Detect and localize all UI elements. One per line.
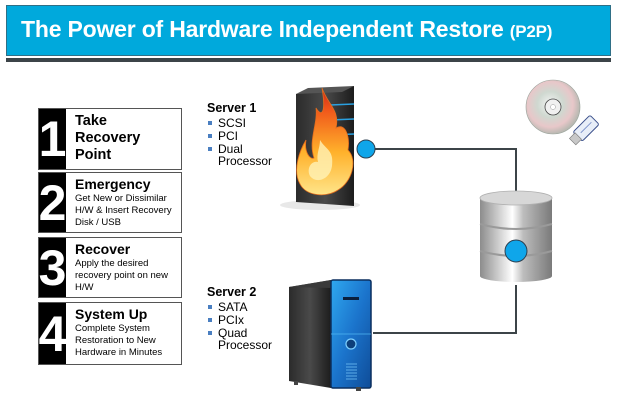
step-1: 1 Take Recovery Point bbox=[38, 108, 182, 170]
step-4: 4 System Up Complete System Restoration … bbox=[38, 302, 182, 365]
spec-item: PCIx bbox=[207, 314, 278, 326]
database-icon bbox=[479, 190, 553, 282]
spec-item: PCI bbox=[207, 130, 278, 142]
step-description: Complete System Restoration to New Hardw… bbox=[75, 323, 163, 358]
line-storage-to-server2 bbox=[373, 285, 517, 334]
step-number: 2 bbox=[38, 173, 67, 232]
spec-item: SATA bbox=[207, 301, 278, 313]
spec-item: Quad Processor bbox=[207, 327, 278, 351]
step-number: 3 bbox=[38, 238, 67, 297]
step-title: System Up bbox=[75, 306, 148, 322]
step-description: Apply the desired recovery point on new … bbox=[75, 258, 168, 293]
spec-item: SCSI bbox=[207, 117, 278, 129]
title-suffix: (P2P) bbox=[509, 22, 553, 41]
step-number: 1 bbox=[38, 109, 67, 169]
server-1-label: Server 1 SCSI PCI Dual Processor bbox=[207, 101, 278, 168]
step-2: 2 Emergency Get New or Dissimilar H/W & … bbox=[38, 172, 182, 233]
page-title: The Power of Hardware Independent Restor… bbox=[21, 16, 552, 43]
usb-drive-icon bbox=[569, 115, 599, 146]
step-title: Recover bbox=[75, 241, 131, 257]
tower-server-icon bbox=[289, 279, 372, 391]
server-2-label: Server 2 SATA PCIx Quad Processor bbox=[207, 285, 278, 352]
line-server1-to-storage bbox=[372, 148, 517, 192]
server-1-connector-node bbox=[356, 139, 376, 159]
server-name: Server 2 bbox=[207, 285, 257, 299]
title-text: The Power of Hardware Independent Restor… bbox=[21, 16, 504, 42]
storage-connector-node bbox=[504, 239, 528, 263]
title-banner: The Power of Hardware Independent Restor… bbox=[6, 5, 611, 56]
step-description: Get New or Dissimilar H/W & Insert Recov… bbox=[75, 193, 172, 228]
spec-item: Dual Processor bbox=[207, 143, 278, 167]
server-name: Server 1 bbox=[207, 101, 257, 115]
step-title: Take Recovery Point bbox=[75, 113, 141, 163]
step-3: 3 Recover Apply the desired recovery poi… bbox=[38, 237, 182, 298]
cd-and-usb-icon bbox=[525, 79, 599, 146]
connector-lines bbox=[372, 148, 517, 334]
step-number: 4 bbox=[39, 303, 66, 364]
power-button-icon bbox=[345, 338, 357, 350]
burning-server-icon bbox=[280, 86, 360, 210]
step-title: Emergency bbox=[75, 176, 151, 192]
header-divider bbox=[6, 58, 611, 62]
